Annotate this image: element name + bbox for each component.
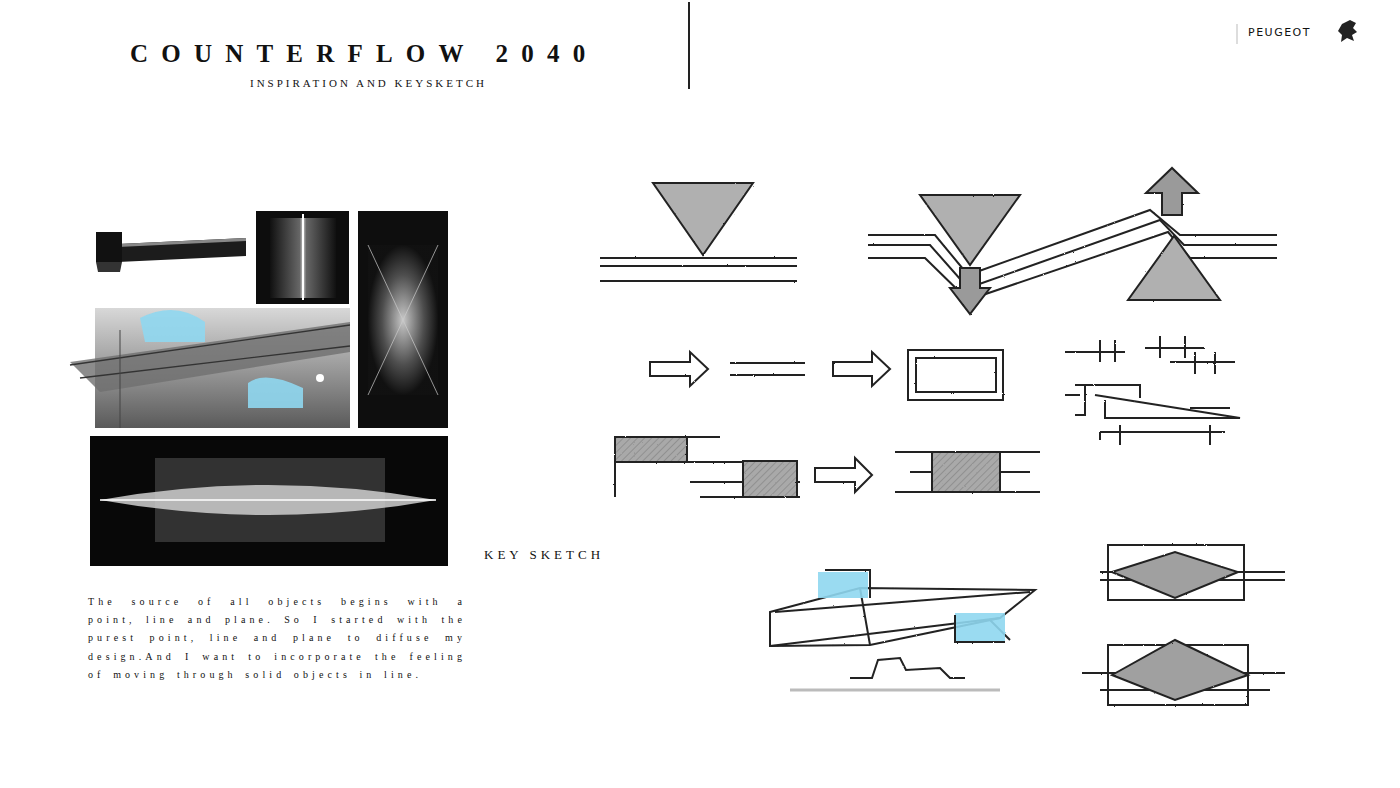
brand-name: PEUGEOT [1248, 26, 1311, 39]
section-heading: KEY SKETCH [484, 547, 604, 563]
concept-note: The source of all objects begins with a … [88, 593, 466, 684]
board-subtitle: INSPIRATION AND KEYSKETCH [250, 77, 487, 89]
board-title: COUNTERFLOW 2040 [130, 40, 598, 68]
